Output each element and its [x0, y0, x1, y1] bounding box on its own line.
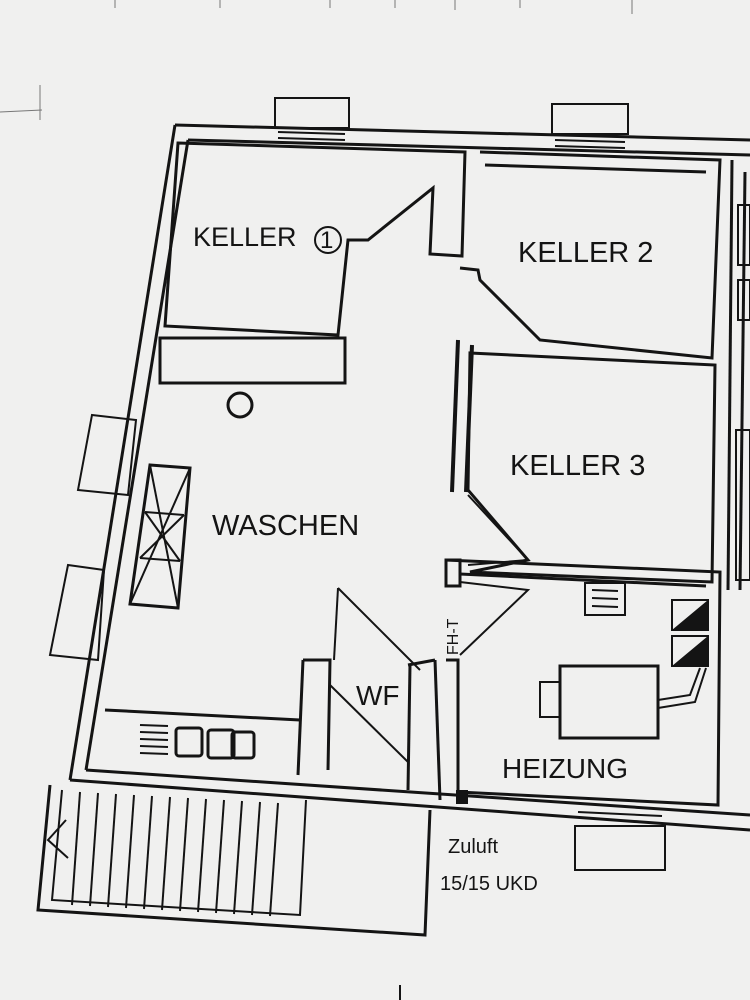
- vent-marker: [456, 790, 468, 804]
- stair-heizung: [584, 582, 626, 616]
- room-keller2-walls: [459, 150, 722, 360]
- shelf-keller1: [158, 336, 347, 385]
- label-keller1: KELLER: [193, 222, 297, 252]
- window-left-lower: [48, 563, 106, 662]
- door-fh-t: [459, 581, 531, 656]
- circled-number-mark: [314, 226, 342, 254]
- boiler: [539, 599, 709, 740]
- counter-sink: [104, 708, 301, 760]
- label-vent-line2: 15/15 UKD: [440, 873, 538, 895]
- label-door-fh-t: FH-T: [445, 618, 462, 655]
- floor-drain: [226, 391, 254, 419]
- label-keller3: KELLER 3: [510, 450, 645, 482]
- right-side-walls: [726, 159, 750, 591]
- room-wf-walls: [296, 587, 442, 801]
- label-keller1-number: 1: [320, 227, 333, 254]
- label-heizung: HEIZUNG: [502, 753, 628, 784]
- label-vent-line1: Zuluft: [448, 836, 498, 858]
- label-waschen: WASCHEN: [212, 510, 359, 542]
- exterior-stair: [36, 784, 432, 937]
- room-heizung-walls: [444, 558, 722, 807]
- shelf-waschen: [128, 463, 192, 610]
- window-left-upper: [76, 413, 138, 497]
- label-keller2: KELLER 2: [518, 237, 653, 269]
- window-heizung: [574, 811, 666, 871]
- room-keller1-walls: [163, 141, 467, 337]
- top-ruler-marks: [0, 0, 633, 120]
- door-keller3: [467, 494, 531, 566]
- label-wf: WF: [356, 680, 400, 711]
- window-keller1: [274, 97, 350, 141]
- window-keller2: [551, 103, 629, 149]
- room-keller3-walls: [450, 339, 717, 584]
